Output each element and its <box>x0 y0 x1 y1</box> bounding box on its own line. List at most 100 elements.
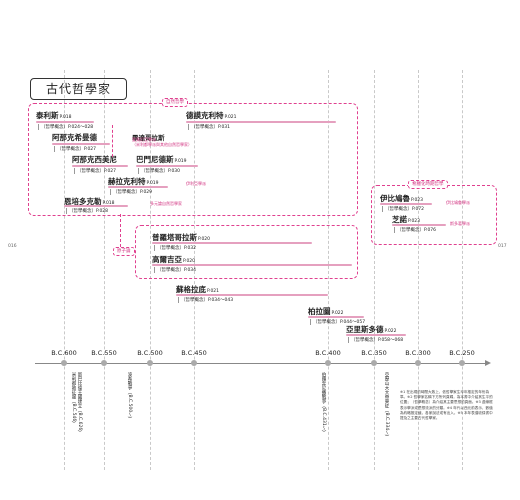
lifespan-bar-epicurus <box>380 203 432 205</box>
event-peloponnesian-war: 伯羅奔尼撒戰爭（B.C.431〜） <box>321 372 326 435</box>
lifespan-bar-anaximenes <box>72 165 128 167</box>
year-label: B.C.300 <box>405 349 431 357</box>
philosopher-page: P.022 <box>331 311 344 316</box>
concept-anaximenes: 〔哲學概念〕P.027 <box>74 168 116 174</box>
natural-philosophy-tag: 自然哲學 <box>162 98 188 107</box>
concept-empedocles: 〔哲學概念〕P.028 <box>66 208 108 214</box>
philosopher-thales: 泰利斯P.018 <box>36 110 72 121</box>
philosopher-page: P.019 <box>146 181 159 186</box>
lifespan-bar-heraclitus <box>108 186 168 188</box>
year-guide-550 <box>104 70 105 470</box>
philosopher-zeno: 芝諾P.023 <box>392 214 420 225</box>
note-milesian-school: 愛奧尼亞學派 （米利都學派與其他自然哲學家） <box>132 137 192 147</box>
left-page-number: 016 <box>8 244 17 249</box>
lifespan-bar-zeno <box>392 224 446 226</box>
lifespan-bar-parmenides <box>136 165 198 167</box>
philosopher-page: P.019 <box>174 159 187 164</box>
concept-parmenides: 〔哲學概念〕P.030 <box>138 168 180 174</box>
year-tick <box>191 360 197 366</box>
philosopher-page: P.023 <box>411 198 424 203</box>
year-guide-250 <box>462 70 463 470</box>
lifespan-bar-democritus <box>186 121 336 123</box>
concept-thales: 〔哲學概念〕P.024〜028 <box>38 124 93 130</box>
year-label: B.C.500 <box>137 349 163 357</box>
philosopher-epicurus: 伊比鳩魯P.023 <box>380 193 423 204</box>
year-guide-350 <box>374 70 375 470</box>
philosopher-page: P.021 <box>207 289 220 294</box>
philosopher-name: 赫拉克利特 <box>108 177 146 186</box>
year-tick <box>415 360 421 366</box>
philosopher-name: 巴門尼德斯 <box>136 155 174 164</box>
concept-socrates: 〔哲學概念〕P.034〜043 <box>178 297 233 303</box>
philosopher-page: P.018 <box>59 115 72 120</box>
year-tick <box>147 360 153 366</box>
timeline-arrow-icon <box>485 360 491 366</box>
philosopher-page: P.021 <box>224 115 237 120</box>
philosopher-name: 伊比鳩魯 <box>380 194 410 203</box>
philosopher-name: 恩培多克勒 <box>64 197 102 206</box>
philosopher-page: P.022 <box>384 329 397 334</box>
note-stoic-school: 斯多葛學派 <box>450 221 470 226</box>
philosopher-name: 高爾吉亞 <box>152 255 182 264</box>
right-page-number: 017 <box>498 244 507 249</box>
philosopher-page: P.023 <box>408 219 421 224</box>
lifespan-bar-thales <box>36 121 94 123</box>
note-epicurean-school: 伊比鳩魯學派 <box>446 200 470 205</box>
atomism-tag: 原子論 <box>113 247 135 256</box>
year-guide-300 <box>418 70 419 470</box>
concept-anaximander: 〔哲學概念〕P.027 <box>54 146 96 152</box>
year-label: B.C.400 <box>315 349 341 357</box>
event-babylon: 新巴比倫王國建立（B.C.626） 米利都被征服（B.C.546） <box>71 372 82 435</box>
philosopher-name: 畢達哥拉斯 <box>132 134 165 142</box>
milesian-connector <box>112 125 113 157</box>
hellenistic-tag: 希臘化時期哲學 <box>408 180 448 189</box>
philosopher-socrates: 蘇格拉底P.021 <box>176 284 219 295</box>
timeline-axis <box>35 363 487 364</box>
lifespan-bar-anaximander <box>52 143 110 145</box>
lifespan-bar-plato <box>308 316 364 318</box>
philosopher-name: 阿那克希曼德 <box>52 133 97 142</box>
year-tick <box>459 360 465 366</box>
philosopher-anaximenes: 阿那克西美尼 <box>72 154 117 165</box>
philosopher-parmenides: 巴門尼德斯P.019 <box>136 154 187 165</box>
atomism-connector <box>120 214 121 247</box>
philosopher-pythagoras: 畢達哥拉斯 <box>132 132 165 142</box>
year-guide-450 <box>194 70 195 470</box>
philosopher-page: P.018 <box>102 201 115 206</box>
philosopher-page: P.020 <box>198 237 211 242</box>
year-label: B.C.550 <box>91 349 117 357</box>
philosopher-page: P.020 <box>183 259 196 264</box>
natural-philosophy-box <box>28 103 358 216</box>
philosopher-name: 芝諾 <box>392 215 407 224</box>
concept-aristotle: 〔哲學概念〕P.058〜068 <box>348 337 403 343</box>
philosopher-protagoras: 普羅塔哥拉斯P.020 <box>152 232 210 243</box>
year-tick <box>325 360 331 366</box>
concept-democritus: 〔哲學概念〕P.031 <box>188 124 230 130</box>
concept-heraclitus: 〔哲學概念〕P.029 <box>110 189 152 195</box>
atomism-box <box>135 225 358 279</box>
philosopher-empedocles: 恩培多克勒P.018 <box>64 196 115 207</box>
philosopher-name: 泰利斯 <box>36 111 59 120</box>
lifespan-bar-empedocles <box>64 205 128 207</box>
year-guide-600 <box>64 70 65 470</box>
page-title: 古代哲學家 <box>30 78 127 100</box>
year-label: B.C.350 <box>361 349 387 357</box>
event-alexander: 亞歷山大大帝東征（B.C.334〜） <box>384 372 389 440</box>
year-tick <box>61 360 67 366</box>
philosopher-name: 柏拉圖 <box>308 307 331 316</box>
note-eleatic-school: 伊利亞學派 <box>186 181 206 186</box>
philosopher-name: 亞里斯多德 <box>346 325 384 334</box>
lifespan-bar-gorgias <box>152 264 352 266</box>
concept-gorgias: 〔哲學概念〕P.034 <box>154 267 196 273</box>
footnotes: ※1 在出現的時間大致上，依哲學家生卒年推定的年份為準。※2 哲學家名稱下方所列… <box>400 390 493 421</box>
concept-protagoras: 〔哲學概念〕P.032 <box>154 245 196 251</box>
year-label: B.C.450 <box>181 349 207 357</box>
philosopher-anaximander: 阿那克希曼德 <box>52 132 97 143</box>
concept-zeno: 〔哲學概念〕P.076 <box>394 227 436 233</box>
year-tick <box>101 360 107 366</box>
philosopher-name: 德謨克利特 <box>186 111 224 120</box>
philosopher-democritus: 德謨克利特P.021 <box>186 110 237 121</box>
concept-epicurus: 〔哲學概念〕P.072 <box>382 206 424 212</box>
event-persian-war: 波希戰爭（B.C.500〜） <box>127 372 132 422</box>
philosopher-name: 普羅塔哥拉斯 <box>152 233 197 242</box>
